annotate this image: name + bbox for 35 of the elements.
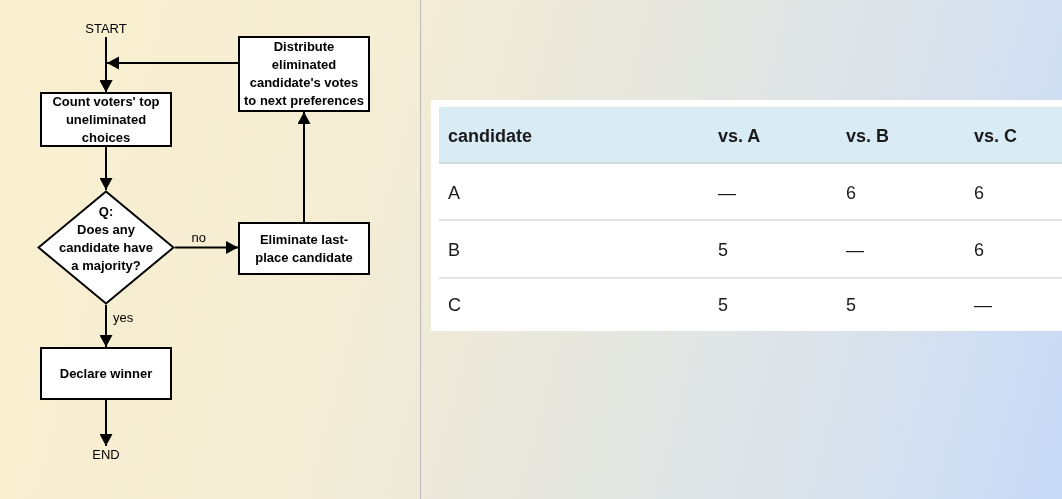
table-value: — bbox=[718, 181, 736, 204]
step-text: Distribute eliminated candidate's votes to next preferences bbox=[243, 38, 365, 110]
question-text: Q: bbox=[98, 202, 114, 221]
table-value: — bbox=[974, 293, 992, 316]
table-value: 6 bbox=[846, 181, 856, 204]
arrow bbox=[99, 304, 113, 348]
step-text: Count voters' top uneliminated choices bbox=[51, 92, 161, 147]
row-header: B bbox=[448, 239, 460, 261]
edge-label: yes bbox=[113, 310, 134, 325]
process-box bbox=[40, 92, 172, 147]
step-text: Eliminate last-place candidate bbox=[254, 230, 354, 267]
arrow bbox=[100, 56, 239, 93]
column-header: vs. A bbox=[718, 124, 761, 147]
row-header: C bbox=[448, 293, 461, 316]
arrow bbox=[99, 146, 113, 191]
process-box bbox=[238, 222, 370, 275]
arrow bbox=[174, 241, 239, 254]
question-text: Does any candidate have a majority? bbox=[58, 220, 154, 275]
table-value: 6 bbox=[974, 181, 984, 204]
terminal-label: START bbox=[81, 20, 131, 37]
table-value: 5 bbox=[718, 239, 728, 261]
terminal-label: END bbox=[85, 446, 127, 463]
step-text: Declare winner bbox=[59, 364, 153, 383]
process-box bbox=[40, 347, 172, 400]
table-value: 5 bbox=[846, 293, 856, 316]
arrow bbox=[99, 399, 113, 447]
table-value: 5 bbox=[718, 293, 728, 316]
column-header: candidate bbox=[448, 124, 533, 147]
table-value: — bbox=[846, 239, 864, 261]
table-value: 6 bbox=[974, 239, 984, 261]
row-header: A bbox=[448, 181, 460, 204]
column-header: vs. B bbox=[846, 124, 890, 147]
column-header: vs. C bbox=[974, 124, 1018, 147]
arrow bbox=[297, 111, 311, 223]
edge-label: no bbox=[191, 229, 206, 245]
